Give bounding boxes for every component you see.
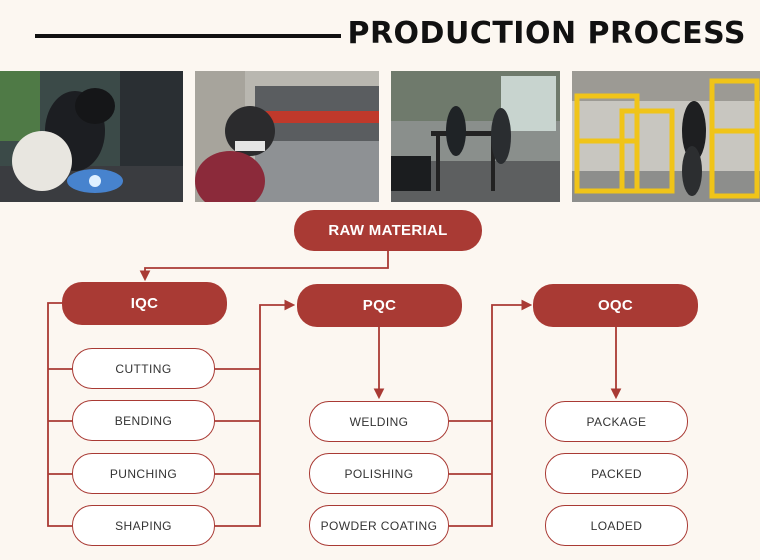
step-welding: WELDING: [309, 401, 449, 442]
pqc-node: PQC: [297, 284, 462, 327]
step-cutting: CUTTING: [72, 348, 215, 389]
frame-photo: [572, 71, 760, 202]
assembly-photo: [391, 71, 560, 202]
welding-photo: [0, 71, 183, 202]
iqc-bracket: [47, 302, 74, 527]
step-loaded: LOADED: [545, 505, 688, 546]
raw-material-node: RAW MATERIAL: [294, 210, 482, 251]
step-packed: PACKED: [545, 453, 688, 494]
step-punching: PUNCHING: [72, 453, 215, 494]
page-title: PRODUCTION PROCESS: [347, 16, 746, 51]
bending-photo: [195, 71, 379, 202]
arrow-raw-to-iqc: [139, 250, 389, 282]
step-package: PACKAGE: [545, 401, 688, 442]
step-polishing: POLISHING: [309, 453, 449, 494]
step-shaping: SHAPING: [72, 505, 215, 546]
arrow-pqc-to-oqc: [449, 299, 533, 527]
step-bending: BENDING: [72, 400, 215, 441]
arrow-iqc-to-pqc: [215, 299, 296, 527]
step-powder-coating: POWDER COATING: [309, 505, 449, 546]
iqc-node: IQC: [62, 282, 227, 325]
title-rule: [35, 34, 341, 38]
oqc-node: OQC: [533, 284, 698, 327]
